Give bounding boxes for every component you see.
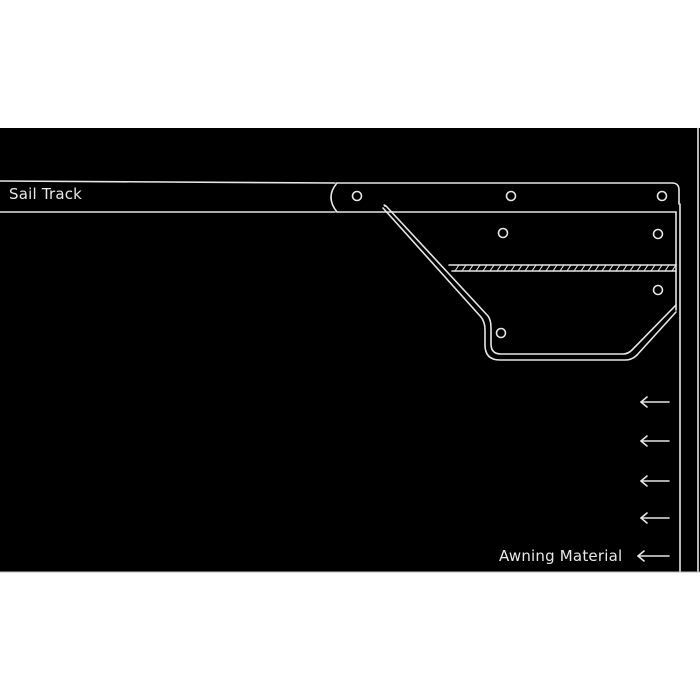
arrow-left-icon <box>640 475 670 487</box>
bolt-hole <box>495 327 507 339</box>
bolt-hole <box>652 228 664 240</box>
arrow-left-icon <box>637 550 670 562</box>
diagram-background <box>0 128 700 572</box>
weld-hatching <box>454 264 677 272</box>
bolt-hole <box>656 190 668 202</box>
bracket-top-arm <box>336 182 680 213</box>
bolt-hole <box>505 190 517 202</box>
arrow-left-icon <box>640 435 670 447</box>
bracket-lower-plate <box>382 204 677 361</box>
bolt-hole <box>497 227 509 239</box>
sail-track <box>0 180 338 213</box>
awning-arrows <box>637 396 670 562</box>
bolt-hole <box>351 190 363 202</box>
arrow-left-icon <box>640 396 670 408</box>
bracket-right-edge <box>675 127 699 573</box>
arrow-left-icon <box>640 512 670 524</box>
sail-track-label: Sail Track <box>9 185 83 203</box>
awning-material-label: Awning Material <box>499 547 623 565</box>
bolt-hole <box>652 284 664 296</box>
bolt-holes <box>351 190 668 339</box>
